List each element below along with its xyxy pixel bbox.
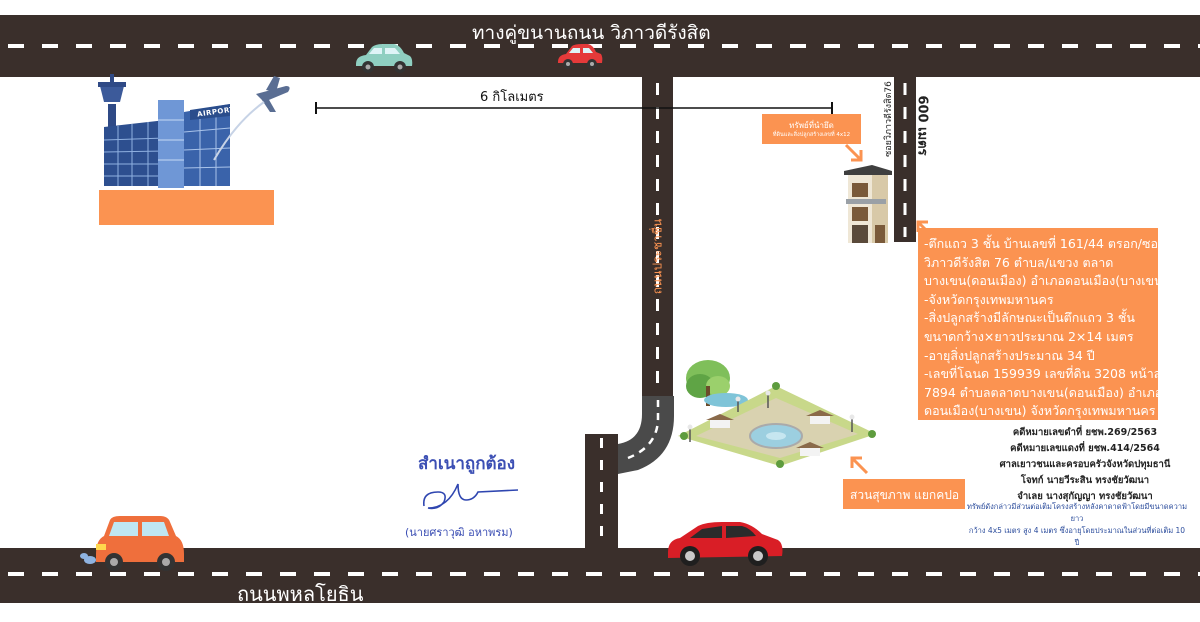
bottom-road-label: ถนนพหลโยธิน <box>237 582 364 606</box>
middle-road <box>642 77 673 397</box>
park-arrow-icon <box>850 456 869 475</box>
park-label: สวนสุขภาพ แยกคปอ <box>850 488 960 502</box>
airport-icon <box>98 74 290 188</box>
property-info-line: -อายุสิ่งปลูกสร้างประมาณ 34 ปี <box>924 347 1095 363</box>
horizontal-distance-label: 6 กิโลเมตร <box>480 90 544 105</box>
extension-note: ทรัพย์ดังกล่าวมีส่วนต่อเติมโครงสร้างหลัง… <box>966 501 1188 549</box>
case-info: คดีหมายเลขดำที่ ยชพ.269/2563 คดีหมายเลขแ… <box>990 425 1180 505</box>
extension-note-line: ทรัพย์ดังกล่าวมีส่วนต่อเติมโครงสร้างหลัง… <box>966 502 1188 523</box>
road-curve <box>618 396 674 474</box>
red-car-icon <box>558 44 603 69</box>
property-info-line: ดอนเมือง(บางเขน) จังหวัดกรุงเทพมหานคร <box>924 403 1156 419</box>
connector-road <box>585 434 618 548</box>
top-road-label: ทางคู่ขนานถนน วิภาวดีรังสิต <box>472 22 711 44</box>
airport-label-box <box>99 190 274 225</box>
property-info-line: บางเขน(ดอนเมือง) อำเภอดอนเมือง(บางเขน) <box>924 273 1168 289</box>
bottom-road <box>0 548 1200 603</box>
red-hatchback-icon <box>668 522 783 566</box>
property-info-line: วิภาวดีรังสิต 76 ตำบล/แขวง ตลาด <box>924 254 1114 270</box>
shophouse-icon <box>844 165 892 243</box>
certified-copy-stamp: สำเนาถูกต้อง <box>418 454 516 474</box>
middle-road-label: ถนนประชาชื่น <box>650 218 665 295</box>
property-info-line: -เลขที่โฉนด 159939 เลขที่ดิน 3208 หน้าสำ… <box>924 366 1190 382</box>
case-black-number: คดีหมายเลขดำที่ ยชพ.269/2563 <box>1012 427 1158 438</box>
property-info-line: -สิ่งปลูกสร้างมีลักษณะเป็นตึกแถว 3 ชั้น <box>924 310 1135 326</box>
property-tag-subtitle: ที่ดินและสิ่งปลูกสร้างเลขที่ 4x12 <box>772 132 851 138</box>
orange-car-icon <box>80 516 184 571</box>
top-road <box>0 15 1200 77</box>
extension-note-line: กว้าง 4x5 เมตร สูง 4 เมตร ซึ่งอายุโดยประ… <box>968 526 1186 547</box>
case-red-number: คดีหมายเลขแดงที่ ยชพ.414/2564 <box>1010 443 1160 454</box>
property-info-line: -จังหวัดกรุงเทพมหานคร <box>924 291 1054 307</box>
court-name: ศาลเยาวชนและครอบครัวจังหวัดปทุมธานี <box>999 459 1171 470</box>
arrow-down-right-icon <box>844 143 863 162</box>
property-info-line: 7894 ตำบลตลาดบางเขน(ดอนเมือง) อำเภอ <box>924 384 1163 400</box>
park-label-box: สวนสุขภาพ แยกคปอ <box>843 479 965 509</box>
plaintiff: โจทก์ นายวีระสิน ทรงชัยวัฒนา <box>1020 475 1150 486</box>
property-tag: ทรัพย์ที่นำยึด ที่ดินและสิ่งปลูกสร้างเลข… <box>762 114 861 144</box>
signature-mark <box>422 483 519 510</box>
vertical-distance-label: 600 เมตร <box>914 95 930 156</box>
soi-road <box>894 77 916 242</box>
park-icon <box>678 360 876 468</box>
teal-car-icon <box>356 44 413 73</box>
property-info-box: -ตึกแถว 3 ชั้น บ้านเลขที่ 161/44 ตรอก/ซอ… <box>918 228 1190 420</box>
bottom-road-edge <box>920 603 1200 622</box>
property-info-line: ขนาดกว้าง×ยาวประมาณ 2×14 เมตร <box>924 328 1134 344</box>
defendant: จำเลย นางสุกัญญา ทรงชัยวัฒนา <box>1017 491 1153 502</box>
distance-line <box>315 102 833 114</box>
certifier-name: (นายศราวุฒิ อหาพรม) <box>405 526 513 539</box>
soi-road-label: ซอยวิภาวดีรังสิต76 <box>884 81 894 157</box>
property-info-line: -ตึกแถว 3 ชั้น บ้านเลขที่ 161/44 ตรอก/ซอ… <box>924 236 1166 251</box>
property-tag-title: ทรัพย์ที่นำยึด <box>789 121 834 130</box>
